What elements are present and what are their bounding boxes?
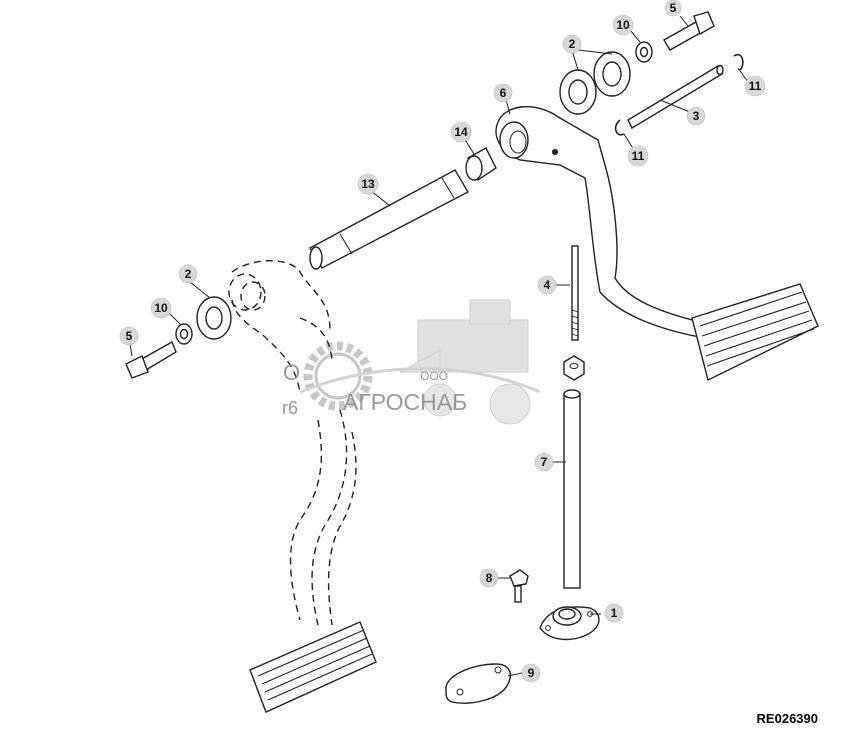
watermark-fragment-2: r6: [282, 398, 298, 418]
callout-11-lower: 11: [627, 145, 649, 167]
bolt-left: [125, 340, 177, 379]
callout-5-upper: 5: [664, 0, 682, 17]
washer-upper: [635, 41, 653, 63]
callout-2-upper: 2: [562, 34, 582, 54]
threaded-rod-4: [571, 245, 579, 341]
callout-7-label: 7: [541, 455, 548, 469]
callout-6-label: 6: [500, 86, 507, 100]
watermark-company-prefix: ООО: [420, 369, 448, 383]
watermark-logo: [299, 299, 541, 425]
gear-icon: [303, 341, 373, 411]
bearing-upper-a: [559, 69, 597, 115]
figure-reference-code: RE026390: [757, 711, 818, 726]
callout-11-right-label: 11: [749, 79, 762, 93]
pin-3: [627, 64, 724, 129]
mounting-flange-1: [539, 606, 600, 641]
callout-9-label: 9: [528, 666, 535, 680]
bearing-left: [196, 296, 232, 340]
callout-11-lower-label: 11: [632, 149, 645, 163]
right-pedal-pad: [691, 283, 819, 382]
callout-6: 6: [493, 83, 513, 103]
callout-8-label: 8: [486, 571, 493, 585]
callout-2-upper-label: 2: [569, 37, 576, 51]
pedal-arm: [495, 105, 707, 339]
shaft-13: [309, 169, 469, 270]
bushing-14: [465, 147, 497, 182]
bolt-upper: [663, 11, 715, 51]
left-pedal-pad: [249, 621, 377, 713]
callout-10-upper: 10: [612, 14, 634, 36]
callout-9: 9: [521, 663, 541, 683]
callout-3: 3: [686, 106, 706, 126]
phantom-left-pedal: [228, 260, 357, 626]
callout-14: 14: [450, 121, 472, 143]
callout-14-label: 14: [454, 125, 468, 139]
callout-5-upper-label: 5: [670, 1, 677, 15]
callout-1: 1: [604, 603, 624, 623]
callout-1-label: 1: [611, 606, 618, 620]
bolt-8: [509, 569, 529, 603]
callout-7: 7: [534, 452, 554, 472]
callout-10-upper-label: 10: [616, 18, 630, 32]
watermark-text: О r6 ООО АГРОСНАБ: [282, 360, 467, 418]
gasket-plate-9: [445, 663, 512, 704]
callout-10-left-label: 10: [154, 301, 168, 315]
callouts: 1 2 2 3 4 5 5 6: [119, 0, 766, 683]
clip-upper: [733, 53, 744, 71]
callout-11-right: 11: [744, 75, 766, 97]
callout-4: 4: [537, 275, 557, 295]
washer-left: [175, 323, 193, 345]
callout-2-left: 2: [178, 264, 198, 284]
callout-2-left-label: 2: [185, 267, 192, 281]
callout-3-label: 3: [693, 109, 700, 123]
callout-10-left: 10: [150, 297, 172, 319]
callout-8: 8: [479, 568, 499, 588]
bearing-upper-b: [593, 51, 631, 97]
callout-5-left: 5: [119, 326, 139, 346]
callout-4-label: 4: [544, 278, 551, 292]
callout-13-label: 13: [361, 177, 375, 191]
clip-lower: [614, 119, 625, 136]
hex-nut: [563, 355, 585, 381]
harvester-icon: [399, 299, 531, 425]
tube-7: [563, 389, 581, 589]
callout-5-left-label: 5: [126, 329, 133, 343]
watermark-fragment-1: О: [283, 360, 300, 385]
watermark-company-name: АГРОСНАБ: [343, 389, 467, 415]
callout-13: 13: [357, 173, 379, 195]
